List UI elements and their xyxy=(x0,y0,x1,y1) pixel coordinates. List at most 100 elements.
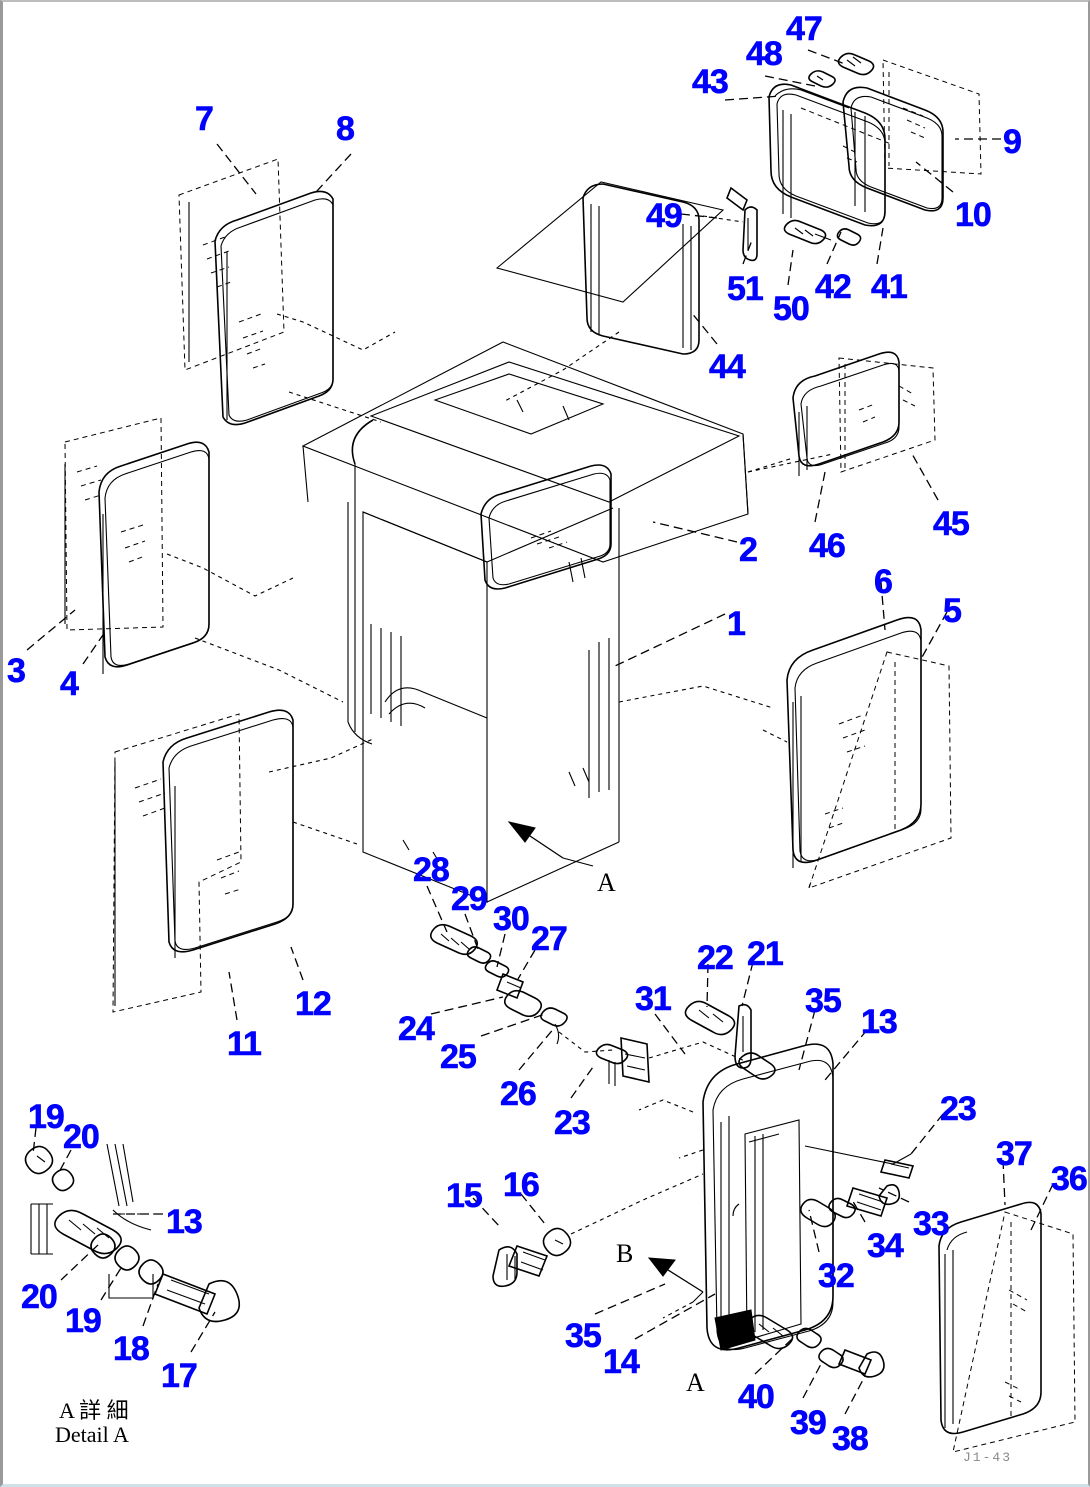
leader-line-49 xyxy=(680,213,718,219)
leader-line-34 xyxy=(850,1197,866,1223)
part-group-5-6 xyxy=(762,616,952,889)
leader-line-19b xyxy=(100,1267,122,1301)
callout-number-15: 15 xyxy=(446,1177,483,1215)
leader-line-4 xyxy=(82,631,106,665)
callout-leader-lines xyxy=(26,49,1054,1415)
leader-line-44 xyxy=(690,311,718,345)
callout-number-10: 10 xyxy=(955,196,992,234)
leader-line-27 xyxy=(517,949,536,980)
callout-number-3: 3 xyxy=(7,652,27,690)
callout-number-30: 30 xyxy=(493,900,530,938)
section-mark-a-lower: A xyxy=(686,1368,705,1397)
footer-sheet-code: J1-43 xyxy=(963,1450,1013,1465)
leader-line-23 xyxy=(570,1066,594,1099)
leader-line-50 xyxy=(787,249,794,286)
leader-line-2 xyxy=(652,521,738,543)
callout-number-9: 9 xyxy=(1003,123,1023,161)
callout-number-8: 8 xyxy=(336,110,356,148)
section-mark-b-lower: B xyxy=(616,1239,634,1268)
callout-number-37: 37 xyxy=(996,1135,1033,1173)
part-group-3-4 xyxy=(64,417,344,703)
leader-line-11 xyxy=(228,971,238,1021)
leader-line-6 xyxy=(880,581,886,631)
callout-number-20: 20 xyxy=(63,1118,100,1156)
leader-line-5 xyxy=(920,611,948,660)
leader-line-24 xyxy=(430,996,504,1015)
detail-a-inset xyxy=(24,1143,241,1323)
section-arrow-a-upper xyxy=(507,821,594,867)
leader-line-37 xyxy=(1002,1159,1006,1206)
callout-number-17: 17 xyxy=(161,1357,198,1395)
callout-number-31: 31 xyxy=(635,980,672,1018)
leader-line-8 xyxy=(315,153,352,193)
leader-line-7 xyxy=(216,143,257,195)
leader-line-40 xyxy=(754,1337,794,1375)
callout-number-48: 48 xyxy=(746,35,783,73)
callout-number-2: 2 xyxy=(739,531,759,569)
part-group-45-46 xyxy=(747,351,936,476)
callout-number-1: 1 xyxy=(727,605,747,643)
callout-number-16: 16 xyxy=(503,1166,540,1204)
leader-line-10 xyxy=(915,161,954,193)
leader-line-16 xyxy=(520,1193,546,1225)
leader-line-26 xyxy=(518,1026,556,1071)
callout-number-20b: 20 xyxy=(21,1278,58,1316)
detail-a-caption-japanese: A 詳 細 xyxy=(59,1398,129,1423)
callout-number-45: 45 xyxy=(933,505,970,543)
leader-line-47 xyxy=(807,49,846,65)
leader-line-35 xyxy=(798,1009,816,1071)
callout-number-12: 12 xyxy=(295,985,332,1023)
part-group-7-8 xyxy=(178,158,396,426)
callout-number-23b: 23 xyxy=(940,1090,977,1128)
section-mark-a-upper: A xyxy=(597,868,616,897)
leader-line-21 xyxy=(741,961,754,1007)
callout-number-5: 5 xyxy=(943,592,963,630)
callout-number-19b: 19 xyxy=(65,1302,102,1340)
callout-number-22: 22 xyxy=(697,939,734,977)
leader-line-38 xyxy=(844,1375,866,1415)
callout-number-43: 43 xyxy=(692,63,729,101)
callout-number-4: 4 xyxy=(60,665,80,703)
leader-line-20 xyxy=(57,1149,72,1175)
fastener-15-16 xyxy=(492,1173,704,1288)
callout-number-46: 46 xyxy=(809,527,846,565)
section-arrow-b-lower xyxy=(647,1257,704,1303)
callout-number-21: 21 xyxy=(747,935,784,973)
leader-line-25 xyxy=(480,1013,546,1037)
callout-number-39: 39 xyxy=(790,1404,827,1442)
leader-line-28 xyxy=(426,885,448,933)
leader-line-35b xyxy=(594,1283,666,1315)
part-group-rear-window xyxy=(495,52,982,403)
leader-line-42 xyxy=(826,231,842,265)
leader-line-39 xyxy=(802,1363,822,1399)
leader-line-31 xyxy=(654,1013,686,1055)
detail-a-caption-english: Detail A xyxy=(55,1422,129,1447)
callout-number-27: 27 xyxy=(531,920,568,958)
callout-number-28: 28 xyxy=(413,851,450,889)
callout-number-51: 51 xyxy=(727,270,764,308)
callout-number-23: 23 xyxy=(554,1104,591,1142)
leader-line-22 xyxy=(706,963,709,1008)
callout-number-44: 44 xyxy=(709,348,746,386)
leader-line-29 xyxy=(464,913,480,953)
callout-number-34: 34 xyxy=(867,1227,904,1265)
leader-line-32 xyxy=(808,1209,820,1253)
leader-line-46 xyxy=(814,471,826,523)
callout-number-6: 6 xyxy=(874,563,894,601)
callout-number-24: 24 xyxy=(398,1010,435,1048)
callout-number-14: 14 xyxy=(603,1343,640,1381)
leader-line-45 xyxy=(910,451,939,501)
callout-number-42: 42 xyxy=(815,268,852,306)
leader-line-14 xyxy=(634,1293,716,1340)
leader-line-19 xyxy=(32,1127,37,1155)
leader-line-48 xyxy=(764,75,816,87)
diagram-drawing-canvas xyxy=(24,49,1076,1453)
callout-number-33: 33 xyxy=(913,1205,950,1243)
callout-number-25: 25 xyxy=(440,1038,477,1076)
callout-number-19: 19 xyxy=(28,1098,65,1136)
callout-number-11: 11 xyxy=(227,1025,263,1063)
leader-line-13 xyxy=(824,1029,868,1081)
leader-line-15 xyxy=(472,1197,502,1229)
callout-number-36: 36 xyxy=(1051,1160,1088,1198)
